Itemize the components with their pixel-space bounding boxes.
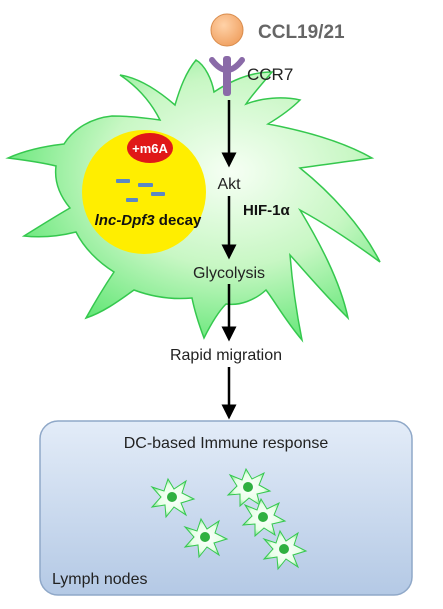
small-dc-2 bbox=[226, 467, 272, 508]
lnc-dpf3-decay-panel: +m6A lnc-Dpf3 decay bbox=[82, 130, 206, 254]
akt-label: Akt bbox=[217, 176, 241, 193]
ligand-label: CCL19/21 bbox=[258, 22, 345, 43]
migration-label: Rapid migration bbox=[170, 347, 282, 364]
small-dc-3 bbox=[183, 517, 229, 559]
small-dc-1 bbox=[150, 477, 196, 519]
lymph-node-box bbox=[39, 420, 413, 596]
ccr7-receptor bbox=[209, 56, 245, 96]
receptor-label: CCR7 bbox=[247, 65, 293, 84]
hif-label: HIF-1α bbox=[243, 202, 291, 219]
lnc-decay-label: lnc-Dpf3 decay bbox=[95, 212, 202, 229]
lymph-nodes-label: Lymph nodes bbox=[52, 571, 147, 588]
lnc-name: lnc-Dpf3 bbox=[95, 212, 156, 229]
lymph-node-panel: DC-based Immune response Lymph nodes bbox=[39, 420, 413, 596]
m6a-badge-label: +m6A bbox=[132, 141, 168, 156]
rna-fragments bbox=[116, 179, 165, 202]
small-dc-5 bbox=[262, 529, 308, 571]
lnc-circle bbox=[82, 130, 206, 254]
small-dc-4 bbox=[241, 497, 287, 538]
glycolysis-label: Glycolysis bbox=[193, 265, 265, 282]
immune-response-title: DC-based Immune response bbox=[124, 435, 329, 452]
m6a-badge bbox=[127, 133, 173, 163]
ccl19-21-ligand bbox=[210, 13, 244, 47]
lnc-decay-word: decay bbox=[155, 212, 202, 229]
